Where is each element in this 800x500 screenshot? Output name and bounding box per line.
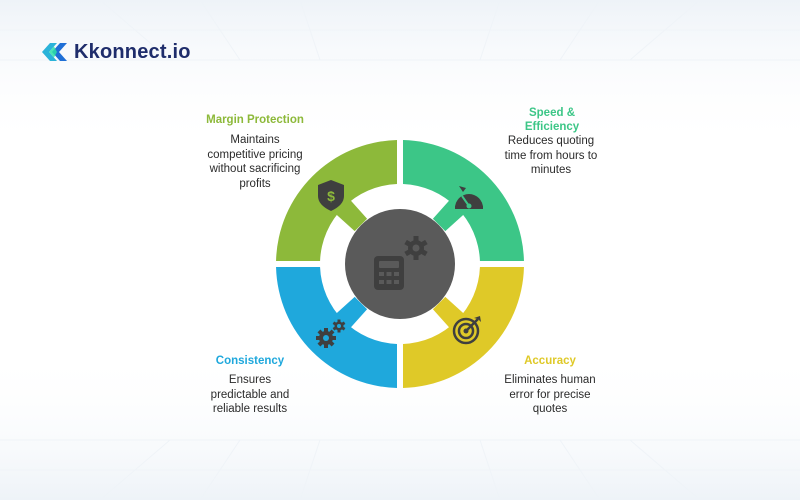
brand-logo: Kkonnect.io xyxy=(40,40,191,64)
kkonnect-logo-icon xyxy=(42,43,67,61)
ring-connector-margin xyxy=(333,197,368,232)
brand-name: Kkonnect.io xyxy=(74,40,191,63)
gears-icon xyxy=(316,319,346,348)
segment-title-consistency: Consistency xyxy=(215,355,285,367)
segment-title-accuracy: Accuracy xyxy=(524,355,576,367)
segment-title-speed: Speed & Efficiency xyxy=(524,107,580,133)
calculator-gear-icon xyxy=(374,236,428,290)
ring-segment-accuracy xyxy=(402,266,524,388)
segment-description-accuracy: Eliminates human error for precise quote… xyxy=(504,374,596,415)
speedometer-icon xyxy=(455,186,483,209)
shield-dollar-icon: $ xyxy=(318,180,344,211)
segment-title-margin: Margin Protection xyxy=(206,114,304,126)
svg-text:$: $ xyxy=(327,188,335,204)
target-icon xyxy=(452,316,481,345)
ring-connector-consistency xyxy=(333,296,368,331)
segment-description-consistency: Ensures predictable and reliable results xyxy=(210,374,290,415)
segment-description-margin: Maintains competitive pricing without sa… xyxy=(207,134,303,190)
segment-description-speed: Reduces quoting time from hours to minut… xyxy=(504,135,598,176)
